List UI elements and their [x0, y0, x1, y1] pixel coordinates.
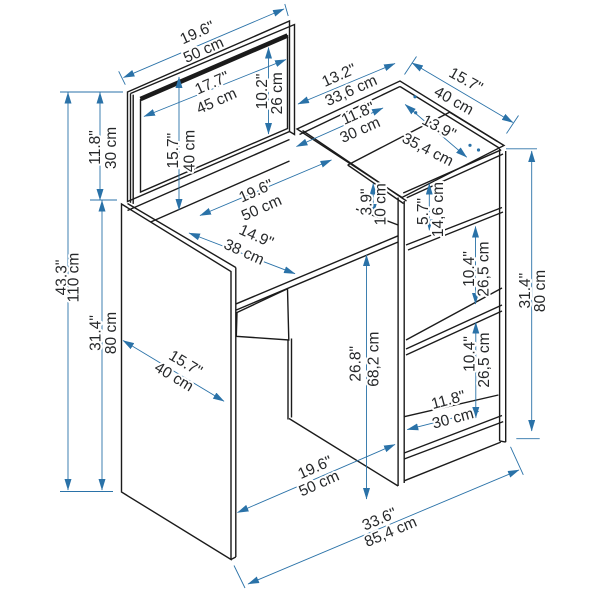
- svg-text:43.3": 43.3": [54, 260, 71, 296]
- svg-text:10.4": 10.4": [461, 336, 478, 372]
- svg-text:30 cm: 30 cm: [103, 127, 120, 169]
- svg-text:15.7": 15.7": [165, 133, 182, 169]
- svg-text:26,5 cm: 26,5 cm: [476, 241, 493, 296]
- svg-text:10 cm: 10 cm: [373, 183, 390, 225]
- svg-text:40 cm: 40 cm: [181, 130, 198, 172]
- svg-text:26 cm: 26 cm: [269, 72, 286, 114]
- svg-text:31.4": 31.4": [517, 273, 534, 309]
- svg-text:5.7": 5.7": [415, 198, 432, 225]
- svg-text:80 cm: 80 cm: [103, 312, 120, 354]
- svg-text:26,5 cm: 26,5 cm: [476, 332, 493, 387]
- svg-text:11.8": 11.8": [87, 130, 104, 165]
- svg-text:3.9": 3.9": [359, 188, 376, 215]
- svg-text:31.4": 31.4": [87, 315, 104, 351]
- svg-text:14,6 cm: 14,6 cm: [430, 182, 447, 237]
- svg-text:68,2 cm: 68,2 cm: [365, 332, 382, 387]
- svg-text:10.2": 10.2": [254, 74, 271, 110]
- svg-text:110 cm: 110 cm: [66, 253, 83, 303]
- svg-text:26.8": 26.8": [347, 346, 364, 382]
- svg-text:80 cm: 80 cm: [532, 270, 549, 312]
- svg-text:10.4": 10.4": [461, 251, 478, 287]
